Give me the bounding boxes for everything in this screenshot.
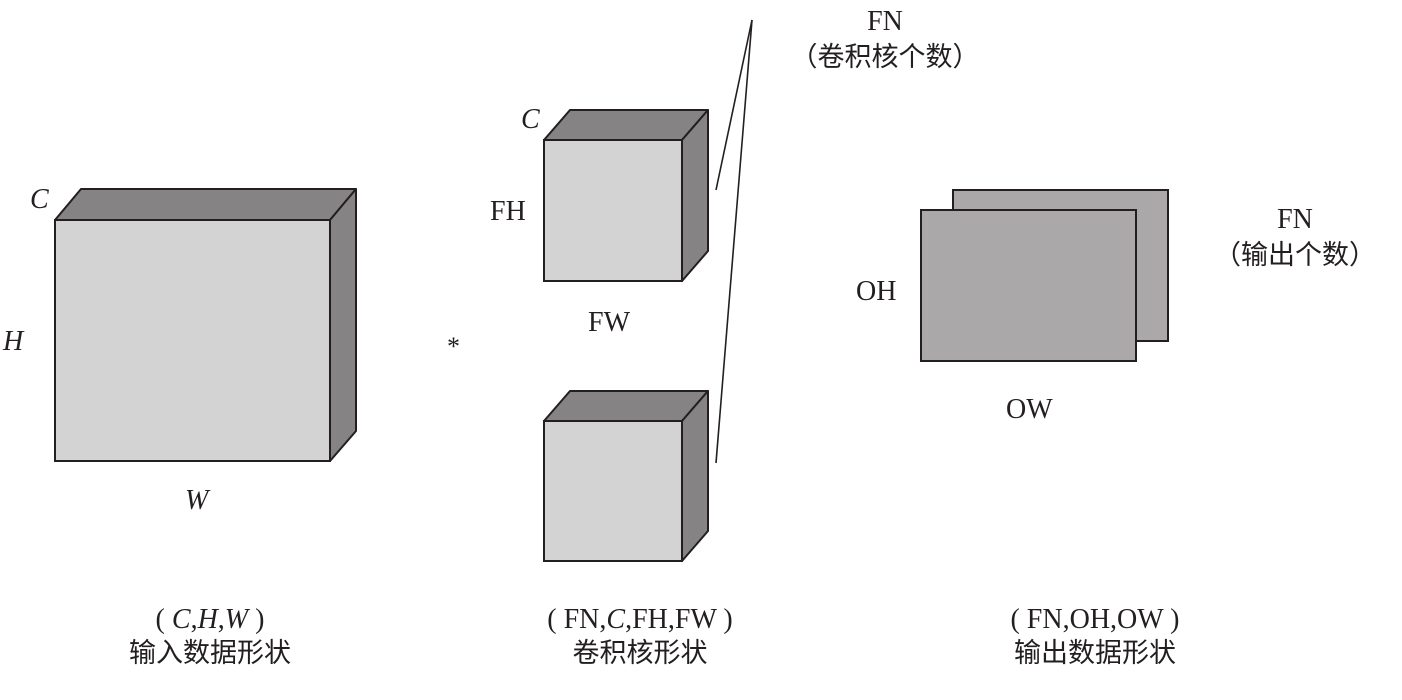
input-label-w: W (185, 485, 209, 516)
shape-comma: , (217, 604, 225, 635)
shape-dim-fw: FW (674, 604, 717, 635)
output-caption-title: 输出数据形状 (1014, 638, 1176, 669)
filter-count-description: （卷积核个数） (790, 42, 980, 73)
input-block-front-face (54, 219, 331, 462)
filter1-top-face (543, 109, 709, 141)
shape-comma: , (667, 604, 675, 635)
filter-block-last (543, 390, 709, 562)
shape-dim-h: H (197, 604, 218, 635)
convolution-operator: * (447, 332, 460, 361)
bracket-line-upper (715, 19, 753, 191)
bracket-line-lower (715, 19, 753, 464)
paren-close: ) (716, 604, 733, 635)
input-data-block (54, 188, 357, 462)
filter-block-first (543, 109, 709, 282)
filter1-right-face (681, 109, 709, 282)
shape-comma: , (599, 604, 607, 635)
filterN-right-face (681, 390, 709, 562)
filter-label-fw: FW (588, 307, 630, 338)
filter-count-note: FN （卷积核个数） (770, 4, 1000, 76)
filter-count-bracket (715, 19, 753, 464)
shape-comma: , (625, 604, 633, 635)
output-front-map (920, 209, 1137, 362)
filter-shape-tuple: ( FN,C,FH,FW ) (515, 603, 765, 637)
paren-open: ( (155, 604, 172, 635)
output-count-description: （输出个数） (1214, 240, 1376, 271)
input-label-c: C (30, 184, 49, 215)
filter1-front-face (543, 139, 683, 282)
shape-dim-c: C (171, 604, 191, 635)
input-caption: ( C,H,W ) 输入数据形状 (95, 603, 325, 671)
filter-caption: ( FN,C,FH,FW ) 卷积核形状 (515, 603, 765, 671)
filter-label-c: C (521, 104, 540, 135)
output-count-label: FN (1277, 204, 1313, 235)
input-shape-tuple: ( C,H,W ) (95, 603, 325, 637)
input-label-h: H (3, 326, 24, 357)
filterN-top-face (543, 390, 709, 422)
output-shape-tuple: ( FN,OH,OW ) (1010, 604, 1180, 635)
paren-open: ( (547, 604, 564, 635)
shape-dim-fh: FH (632, 604, 668, 635)
output-label-oh: OH (856, 276, 897, 307)
shape-dim-w: W (224, 604, 249, 635)
filterN-front-face (543, 420, 683, 562)
input-block-top-face (54, 188, 357, 221)
shape-comma: , (190, 604, 198, 635)
filter-label-fh: FH (490, 196, 526, 227)
shape-dim-fn: FN (563, 604, 600, 635)
output-count-note: FN （输出个数） (1200, 202, 1390, 274)
filter-caption-title: 卷积核形状 (572, 638, 708, 669)
input-block-right-face (329, 188, 357, 462)
output-data-block (920, 189, 1169, 362)
output-label-ow: OW (1006, 394, 1053, 425)
filter-count-label: FN (867, 6, 903, 37)
paren-close: ) (248, 604, 265, 635)
shape-dim-c: C (606, 604, 626, 635)
output-caption: ( FN,OH,OW ) 输出数据形状 (980, 603, 1210, 671)
input-caption-title: 输入数据形状 (129, 638, 291, 669)
